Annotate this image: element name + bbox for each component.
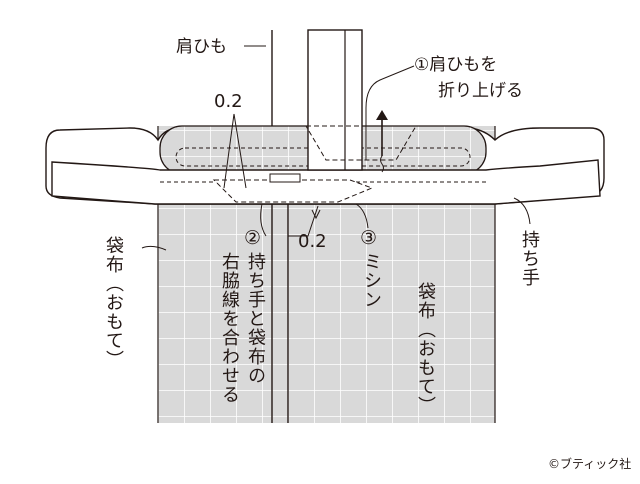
leader-step2 (260, 203, 267, 237)
step3-text: ミシン (361, 252, 382, 309)
bag-fabric-left-label: 袋布（おもて） (103, 236, 124, 369)
step1-label: ①肩ひもを (414, 55, 498, 75)
margin-bottom-label: 0.2 (298, 231, 327, 252)
step2-badge: ② (244, 227, 262, 249)
leader-margin-top (223, 113, 247, 189)
step2-col2: 右脇線を合わせる (219, 252, 240, 404)
step3-badge: ③ (360, 227, 378, 249)
margin-top-label: 0.2 (214, 91, 243, 112)
bag-fabric-right-label: 袋布（おもて） (415, 282, 436, 415)
leader-handle (513, 197, 531, 225)
copyright-label: ©ブティック社 (548, 457, 632, 471)
handle-label: 持ち手 (519, 230, 540, 287)
folded-strap-outline (305, 125, 417, 161)
shoulder-strap (307, 29, 363, 171)
leader-fabric-left (141, 245, 167, 251)
step1-label-line2: 折り上げる (438, 81, 523, 101)
stitch-box (212, 179, 374, 203)
leader-step1 (365, 65, 415, 160)
leader-step3 (355, 203, 369, 229)
step2-col1: 持ち手と袋布の (245, 252, 266, 385)
shoulder-strap-label: 肩ひも (176, 37, 227, 57)
